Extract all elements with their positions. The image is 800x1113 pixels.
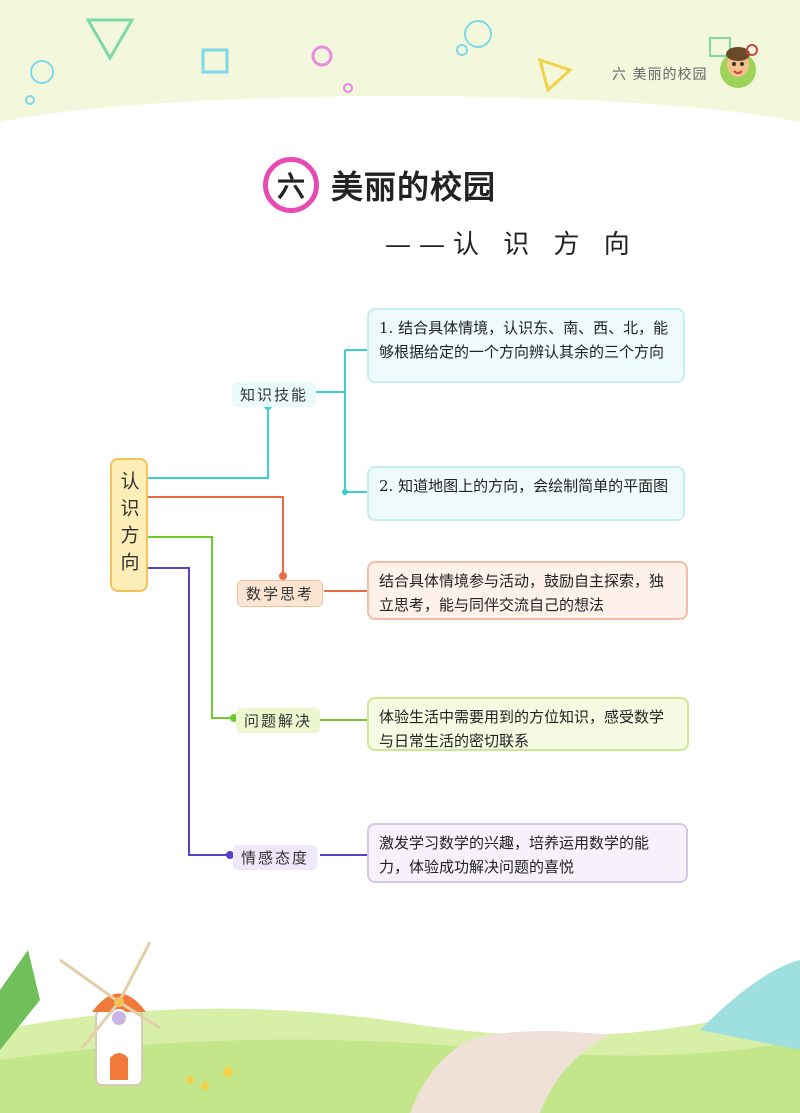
chapter-number-badge: 六 [263,157,319,213]
decorative-shapes [25,18,731,105]
branch-knowledge-skills: 知识技能 [232,382,317,407]
problem-solving-item: 体验生活中需要用到的方位知识，感受数学与日常生活的密切联系 [367,697,689,751]
emotion-attitude-item: 激发学习数学的兴趣，培养运用数学的能力，体验成功解决问题的喜悦 [367,823,688,883]
header-wave [0,96,800,186]
knowledge-item-1: 1. 结合具体情境，认识东、南、西、北，能够根据给定的一个方向辨认其余的三个方向 [367,308,685,383]
header-chapter-label: 六 美丽的校园 [612,67,708,83]
mascot-icon [720,44,758,88]
windmill-icon [59,941,161,1086]
knowledge-item-2: 2. 知道地图上的方向，会绘制简单的平面图 [367,466,685,521]
chapter-title: 六 美丽的校园 [263,157,496,213]
grass-flowers-icon [186,1067,233,1090]
chapter-subtitle: ——认 识 方 向 [385,230,638,260]
chapter-title-text: 美丽的校园 [331,168,497,206]
math-thinking-item: 结合具体情境参与活动，鼓励自主探索，独立思考，能与同伴交流自己的想法 [367,561,688,620]
mindmap-root-node: 认识方向 [110,458,148,592]
branch-problem-solving: 问题解决 [236,708,321,733]
branch-emotion-attitude: 情感态度 [233,845,318,870]
branch-math-thinking: 数学思考 [237,580,324,607]
landscape-illustration [0,941,800,1113]
